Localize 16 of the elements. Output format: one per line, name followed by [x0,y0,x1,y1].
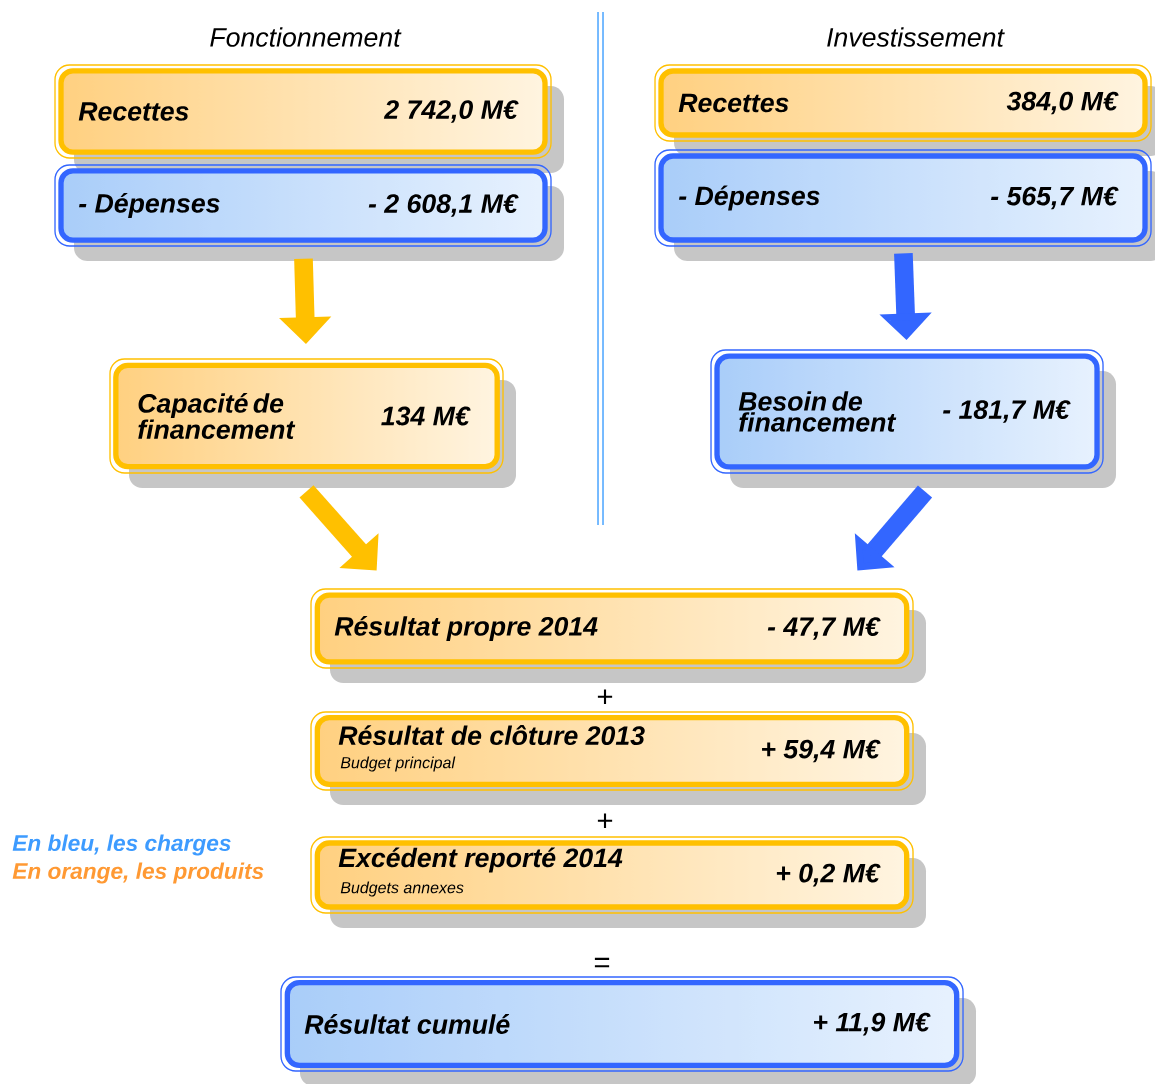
result-box: Recettes 2 742,0 M€ [54,64,564,173]
legend-entry: En bleu, les charges [12,834,231,856]
block-arrow [299,485,379,571]
result-box: Besoin de financement - 181,7 M€ [710,349,1116,488]
equals-sign: = [594,957,610,968]
result-box: Résultat propre 2014 - 47,7 M€ [310,588,926,683]
result-box: Capacité de financement 134 M€ [109,358,516,488]
result-box: Résultat de clôture 2013 Budget principal + 59,4 M€ [310,711,926,805]
result-box: - Dépenses - 2 608,1 M€ [54,164,564,261]
result-box: Résultat cumulé + 11,9 M€ [280,976,976,1084]
result-box: Excédent reporté 2014 Budgets annexes + 0,2 M€ [310,836,926,928]
result-box: Recettes 384,0 M€ [654,64,1155,156]
plus-sign: + [597,689,613,704]
plus-sign: + [597,813,613,828]
legend-entry: En orange, les produits [12,862,264,884]
result-box: - Dépenses - 565,7 M€ [654,149,1155,261]
